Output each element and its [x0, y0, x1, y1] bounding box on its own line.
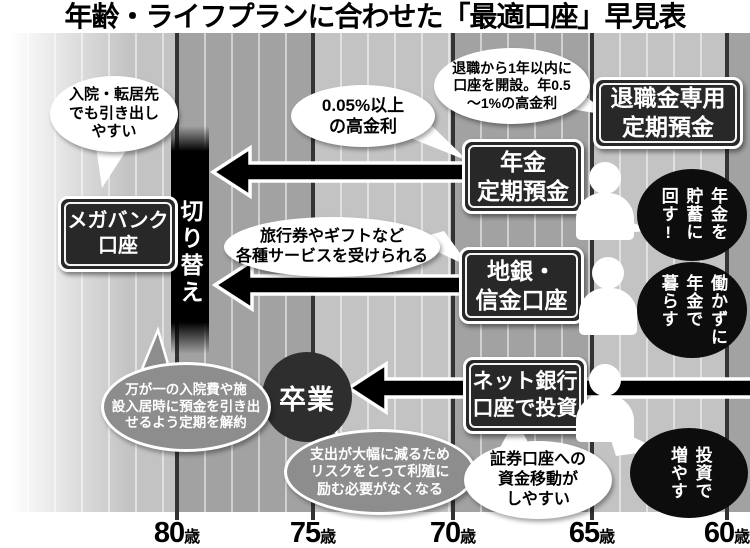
- speech-grow-by-invest: 投資で 増やす: [630, 428, 748, 518]
- person-icon: [576, 162, 634, 240]
- age-number: 75: [289, 517, 321, 548]
- arrow-pension-to-switch: [209, 144, 470, 200]
- switch-period-label: 切り替え: [177, 199, 203, 307]
- axis-label-60: 60歳: [687, 517, 750, 548]
- person-head: [592, 257, 624, 289]
- person-body: [579, 288, 637, 335]
- axis-label-75: 75歳: [273, 517, 353, 548]
- box-regional-bank-account: 地銀・ 信金口座: [459, 247, 584, 324]
- age-suffix: 歳: [184, 529, 201, 546]
- speech-save-pension: 年金を 貯蓄に 回す!: [637, 169, 747, 261]
- axis-label-65: 65歳: [552, 517, 632, 548]
- axis-label-80: 80歳: [137, 517, 217, 548]
- person-head: [589, 162, 621, 194]
- age-number: 65: [568, 517, 600, 548]
- box-pension-time-deposit: 年金 定期預金: [462, 139, 584, 214]
- bubble-high-interest: 0.05%以上 の高金利: [291, 85, 435, 147]
- bubble-less-risk: 支出が大幅に減るため リスクをとって利殖に 励む必要がなくなる: [284, 429, 476, 515]
- person-body: [576, 193, 634, 240]
- graduation-circle: 卒業: [262, 352, 352, 442]
- person-body: [576, 395, 634, 442]
- age-suffix: 歳: [734, 529, 750, 546]
- tail-withdraw-easy: [95, 140, 131, 188]
- bubble-emergency: 万が一の入院費や施 設入居時に預金を引き出 せるよう定期を解約: [101, 362, 271, 452]
- arrow-netbank-to-graduation: [345, 360, 472, 416]
- box-net-bank-invest: ネット銀行 口座で投資: [463, 357, 587, 434]
- box-megabank-account: メガバンク 口座: [58, 196, 178, 272]
- bubble-retirement-note: 退職から1年以内に 口座を開設。年0.5 〜1%の高金利: [434, 48, 590, 124]
- age-suffix: 歳: [460, 529, 477, 546]
- person-icon: [579, 257, 637, 335]
- person-icon: [576, 364, 634, 442]
- bubble-withdraw-easy: 入院・転居先 でも引き出し やすい: [50, 76, 178, 152]
- box-retirement-time-deposit: 退職金専用 定期預金: [593, 77, 743, 149]
- speech-live-on-pension: 働かずに 年金で 暮らす: [637, 262, 747, 358]
- bubble-securities: 証券口座への 資金移動が しやすい: [464, 441, 612, 519]
- axis-label-70: 70歳: [413, 517, 493, 548]
- age-suffix: 歳: [599, 529, 616, 546]
- page-title: 年齢・ライフプランに合わせた「最適口座」早見表: [64, 1, 686, 32]
- bubble-services: 旅行券やギフトなど 各種サービスを受けられる: [224, 217, 440, 277]
- age-number: 60: [703, 517, 735, 548]
- person-head: [589, 364, 621, 396]
- age-number: 70: [429, 517, 461, 548]
- age-number: 80: [153, 517, 185, 548]
- age-suffix: 歳: [320, 529, 337, 546]
